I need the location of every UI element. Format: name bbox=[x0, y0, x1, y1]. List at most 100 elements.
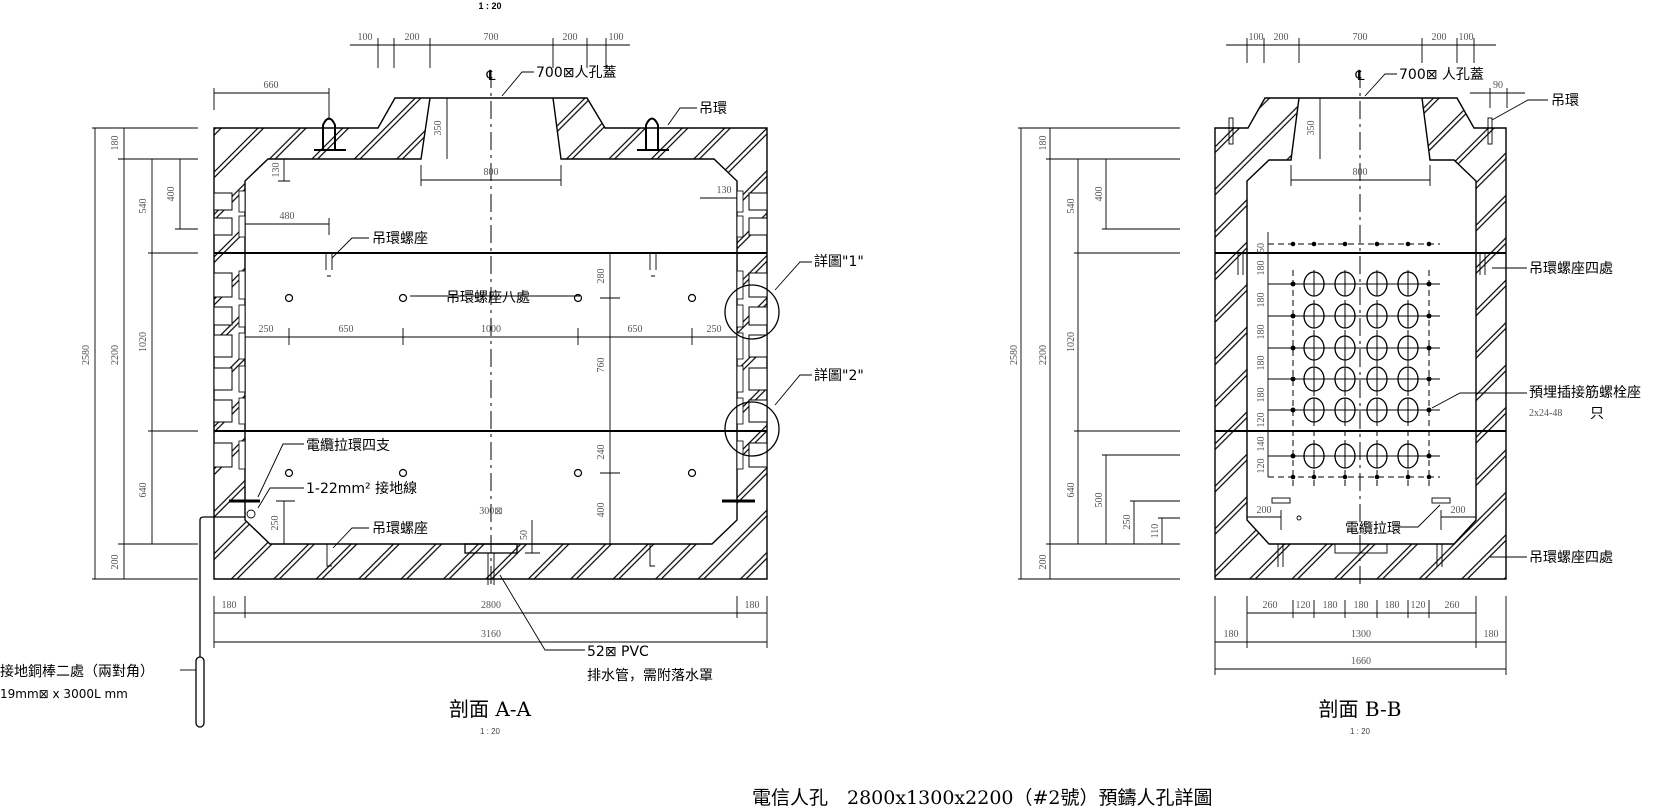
dimension-label: 3160 bbox=[481, 629, 501, 640]
dimension-label: 180 bbox=[1224, 629, 1239, 640]
lifting-seat-icon bbox=[649, 253, 657, 277]
dimension-label: 140 bbox=[1256, 437, 1267, 452]
cable-ring-left bbox=[1271, 497, 1291, 504]
dimension-label: 1660 bbox=[1351, 656, 1371, 667]
dimension-label: 260 bbox=[1445, 600, 1460, 611]
lifting-ring-icon bbox=[1228, 117, 1234, 145]
detail-1-label: 詳圖"1" bbox=[814, 254, 864, 270]
wall-recess bbox=[748, 334, 768, 358]
dimension-label: 180 bbox=[1256, 325, 1267, 340]
manhole-cover-label-bb: 700⊠ 人孔蓋 bbox=[1399, 67, 1484, 83]
dimension-label: 100 bbox=[1249, 32, 1264, 43]
anchor-label-bb: 預埋插接筋螺栓座 bbox=[1529, 384, 1641, 401]
anchor-bolt-seat bbox=[1290, 345, 1296, 351]
wall-recess bbox=[213, 399, 233, 423]
cable-ring-right bbox=[1431, 497, 1451, 504]
wall-recess bbox=[213, 217, 233, 236]
dimension-label: 130 bbox=[271, 163, 282, 178]
wall-recess bbox=[748, 306, 768, 326]
wall-insert bbox=[238, 304, 246, 328]
dimension-label: 200 bbox=[1038, 555, 1049, 570]
dimension-label: 250 bbox=[259, 324, 274, 335]
lifting-seat-hole bbox=[573, 468, 583, 478]
dimension-label: 280 bbox=[596, 269, 607, 284]
section-aa-scale: 1 : 20 bbox=[480, 727, 501, 736]
anchor-bolt-seat bbox=[1374, 474, 1380, 480]
wall-insert bbox=[238, 365, 246, 393]
dimension-label: 180 bbox=[1385, 600, 1400, 611]
dimension-label: 180 bbox=[110, 136, 121, 151]
dimension-label: 760 bbox=[596, 358, 607, 373]
lifting-seat-hole bbox=[687, 293, 697, 303]
anchor-bolt-seat bbox=[1374, 241, 1380, 247]
lifting-seat-icon bbox=[325, 253, 333, 277]
wall-recess bbox=[213, 334, 233, 358]
dimension-label: 180 bbox=[1256, 261, 1267, 276]
drain-sump-bb bbox=[1334, 543, 1388, 554]
dimension-label: 240 bbox=[596, 445, 607, 460]
dimension-label: 180 bbox=[1256, 293, 1267, 308]
drain-size-label: 300⊠ bbox=[479, 506, 502, 517]
lifting-seat-label: 吊環螺座 bbox=[372, 231, 428, 247]
dimension-label: 120 bbox=[1256, 413, 1267, 428]
dimension-label: 350 bbox=[1306, 121, 1317, 136]
wall-recess bbox=[213, 442, 233, 468]
dimension-lines-bb bbox=[1018, 38, 1525, 675]
anchor-bolt-seat bbox=[1311, 241, 1317, 247]
detail-2-label: 詳圖"2" bbox=[814, 368, 864, 384]
dimension-label: 200 bbox=[1451, 505, 1466, 516]
wall-recess bbox=[213, 367, 233, 391]
anchor-bolt-seat bbox=[1426, 474, 1432, 480]
dimension-lines-aa bbox=[92, 38, 768, 648]
wall-insert bbox=[238, 332, 246, 360]
drain-note-label: 排水管，需附落水罩 bbox=[587, 668, 713, 684]
anchor-bolt-seat bbox=[1426, 345, 1432, 351]
dimension-label: 250 bbox=[270, 516, 281, 531]
anchor-spec-label-bb: 2x24-48 bbox=[1529, 408, 1562, 419]
dimension-label: 100 bbox=[1459, 32, 1474, 43]
dimension-label: 180 bbox=[1038, 136, 1049, 151]
wall-insert bbox=[238, 190, 246, 213]
wall-insert bbox=[736, 190, 744, 213]
dimension-label: 180 bbox=[1256, 356, 1267, 371]
lifting-seat-bottom-label: 吊環螺座 bbox=[372, 521, 428, 537]
dimension-label: 250 bbox=[707, 324, 722, 335]
dimension-label: 180 bbox=[1323, 600, 1338, 611]
dimension-label: 650 bbox=[628, 324, 643, 335]
dimension-label: 540 bbox=[138, 199, 149, 214]
detail-1-circle bbox=[724, 284, 780, 340]
anchor-bolt-seat bbox=[1290, 474, 1296, 480]
drain-pipe-label: 52⊠ PVC bbox=[587, 644, 649, 660]
dimension-label: 500 bbox=[1094, 493, 1105, 508]
anchor-bolt-seat bbox=[1290, 241, 1296, 247]
dimension-label: 180 bbox=[1354, 600, 1369, 611]
dimension-label: 50 bbox=[519, 530, 530, 540]
leader-lines-bb bbox=[1364, 73, 1548, 558]
dimension-label: 400 bbox=[1094, 187, 1105, 202]
lifting-seat-hole bbox=[687, 468, 697, 478]
dimension-label: 120 bbox=[1256, 459, 1267, 474]
wall-recesses bbox=[213, 190, 768, 470]
anchor-bolt-seat bbox=[1405, 241, 1411, 247]
dimension-label: 2580 bbox=[81, 345, 92, 365]
dimension-label: 200 bbox=[110, 555, 121, 570]
dimension-label: 480 bbox=[280, 211, 295, 222]
dimension-label: 120 bbox=[1296, 600, 1311, 611]
dimension-label: 250 bbox=[1122, 515, 1133, 530]
dimension-label: 640 bbox=[138, 483, 149, 498]
anchor-bolt-seat bbox=[1311, 474, 1317, 480]
wall-insert bbox=[736, 332, 744, 360]
section-bb-scale: 1 : 20 bbox=[1350, 727, 1371, 736]
drain-pipe bbox=[487, 553, 495, 585]
wall-insert bbox=[736, 365, 744, 393]
dimension-label: 90 bbox=[1493, 80, 1503, 91]
dimension-label: 50 bbox=[1256, 243, 1267, 253]
detail-2-circle bbox=[724, 401, 780, 457]
lifting-seat-hole bbox=[398, 468, 408, 478]
centerline-symbol: ℄ bbox=[486, 68, 496, 84]
anchor-unit-label-bb: 只 bbox=[1590, 406, 1604, 422]
lifting-seat-top-label-bb: 吊環螺座四處 bbox=[1529, 261, 1613, 277]
dimension-label: 1020 bbox=[138, 332, 149, 352]
dimension-label: 200 bbox=[563, 32, 578, 43]
